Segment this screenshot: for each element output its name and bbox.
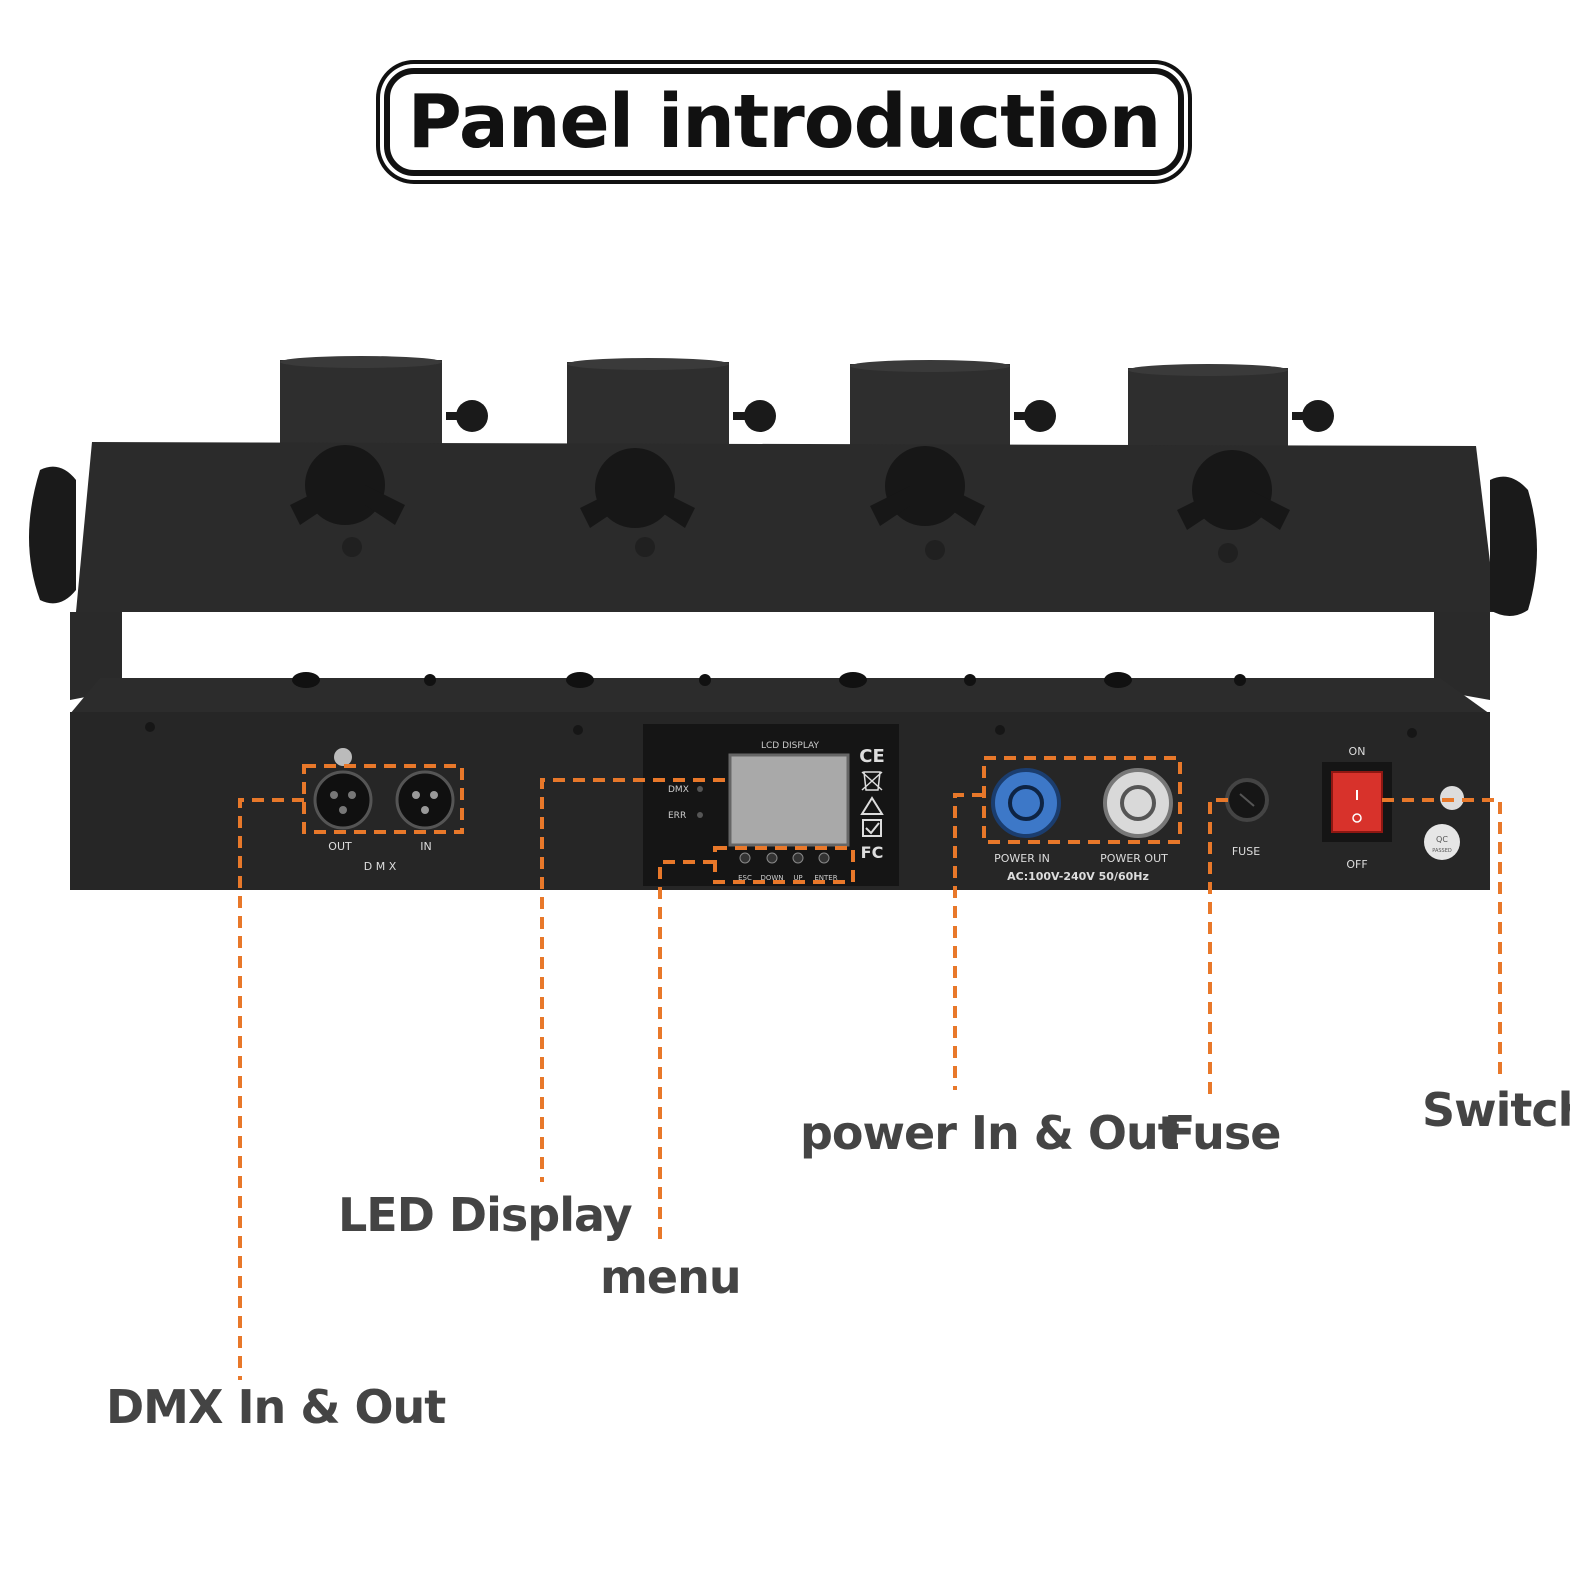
power-in-label: POWER IN <box>994 852 1050 865</box>
lcd-control-panel: LCD DISPLAY DMX ERR CE FC ESC DOWN UP EN… <box>643 724 899 886</box>
err-led-icon <box>697 812 703 818</box>
right-bracket <box>1434 612 1490 700</box>
dmx-led-icon <box>697 786 703 792</box>
led-leader <box>540 778 725 1182</box>
callout-power: power In & Out <box>800 1106 1180 1160</box>
power-out-socket[interactable] <box>1103 768 1173 838</box>
rocker-switch[interactable] <box>1331 771 1383 833</box>
qc-badge-sub: PASSED <box>1432 848 1452 854</box>
check-icon <box>862 819 882 837</box>
enter-button[interactable] <box>818 852 830 864</box>
ce-mark: CE <box>859 746 885 767</box>
power-ports: POWER IN POWER OUT AC:100V-240V 50/60Hz <box>991 768 1173 883</box>
dmx-in-socket[interactable] <box>395 770 455 830</box>
switch-off-label: OFF <box>1346 858 1367 871</box>
fuse-label: FUSE <box>1232 845 1260 858</box>
fuse-leader <box>1208 798 1228 1100</box>
callout-lines <box>238 756 1502 1380</box>
dmx-highlight-box <box>302 764 464 834</box>
esc-label: ESC <box>738 874 752 882</box>
enter-label: ENTER <box>814 874 837 882</box>
callout-dmx: DMX In & Out <box>106 1380 446 1434</box>
power-out-label: POWER OUT <box>1100 852 1168 865</box>
up-button[interactable] <box>792 852 804 864</box>
power-leader <box>953 793 984 1090</box>
star-knobs <box>290 445 1290 530</box>
recycle-bin-icon <box>861 771 883 791</box>
lcd-header: LCD DISPLAY <box>761 741 819 751</box>
right-handle-icon <box>1490 476 1537 616</box>
lcd-screen <box>728 753 850 847</box>
title-banner: Panel introduction <box>384 68 1184 176</box>
down-label: DOWN <box>760 874 783 882</box>
dmx-out-socket[interactable] <box>313 770 373 830</box>
switch-leader <box>1382 798 1502 1078</box>
qc-badge-icon <box>1424 824 1460 860</box>
down-button[interactable] <box>766 852 778 864</box>
power-spec: AC:100V-240V 50/60Hz <box>1007 870 1149 883</box>
upper-bar <box>76 442 1496 612</box>
fc-mark: FC <box>861 843 884 862</box>
callout-fuse: Fuse <box>1164 1106 1281 1160</box>
dmx-led-label: DMX <box>668 785 689 795</box>
power-in-socket[interactable] <box>991 768 1061 838</box>
switch-on-label: ON <box>1349 745 1366 758</box>
warning-icon <box>860 796 884 815</box>
callout-switch: Switch <box>1422 1083 1570 1137</box>
dmx-in-label: IN <box>420 840 431 853</box>
menu-leader <box>658 860 715 1244</box>
esc-button[interactable] <box>739 852 751 864</box>
left-handle-icon <box>29 466 76 604</box>
power-switch: ON OFF QC PASSED <box>1322 745 1464 871</box>
callout-led-display: LED Display <box>338 1188 633 1242</box>
err-led-label: ERR <box>668 811 686 821</box>
qc-badge-label: QC <box>1436 835 1448 844</box>
dmx-caption: D M X <box>364 860 397 873</box>
callout-menu: menu <box>600 1250 742 1304</box>
menu-highlight-box <box>713 846 855 884</box>
up-label: UP <box>793 874 802 882</box>
page-title: Panel introduction <box>407 79 1162 165</box>
dmx-ports: OUT IN D M X <box>313 748 455 873</box>
dmx-out-label: OUT <box>328 840 352 853</box>
dmx-leader <box>238 798 304 1380</box>
